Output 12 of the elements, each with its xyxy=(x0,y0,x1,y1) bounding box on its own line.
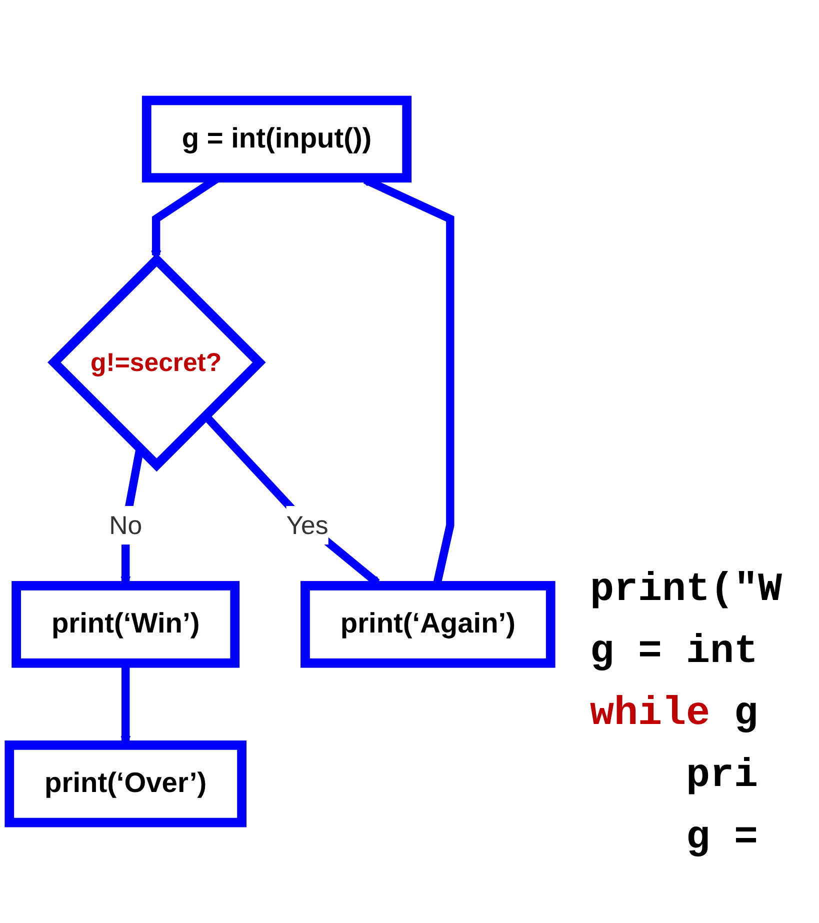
node-box: g = int(input()) xyxy=(142,96,412,183)
node-box: print(‘Win’) xyxy=(12,581,240,668)
node-box: print(‘Again’) xyxy=(300,581,556,668)
code-line: print("W xyxy=(590,567,782,615)
edge-label: Yes xyxy=(286,510,328,540)
code-line: while g xyxy=(590,691,760,739)
edge-label: No xyxy=(109,510,142,540)
node-box: print(‘Over’) xyxy=(4,740,246,828)
code-line: g = xyxy=(685,815,760,863)
node-diamond: g!=secret? xyxy=(48,253,266,472)
code-line: pri xyxy=(685,753,760,801)
code-line: g = int xyxy=(590,629,760,677)
